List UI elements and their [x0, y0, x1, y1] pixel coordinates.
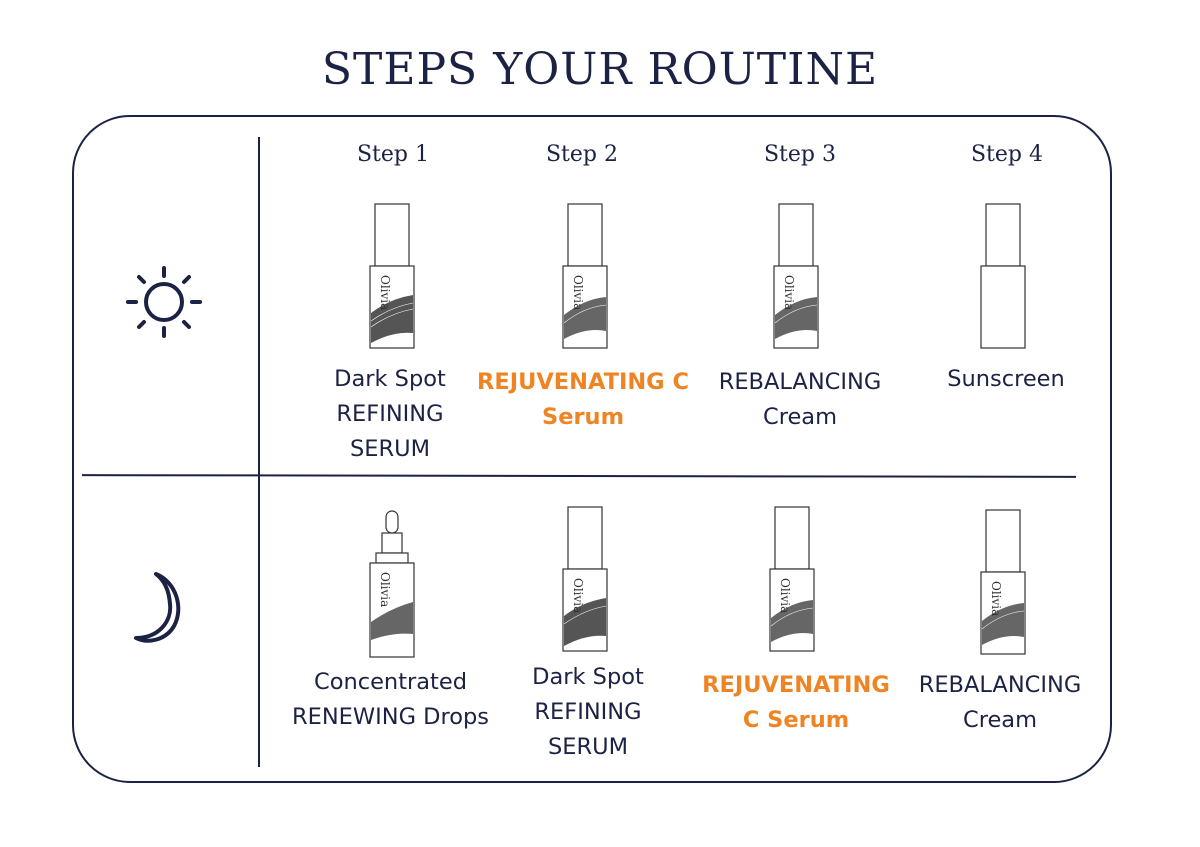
sun-icon [126, 266, 202, 338]
product-bottle-night-2: Olivia [562, 506, 608, 652]
svg-text:Olivia: Olivia [989, 581, 1003, 616]
svg-text:Olivia: Olivia [378, 572, 392, 607]
day-step-1-label: Dark Spot REFINING SERUM [334, 366, 446, 462]
svg-text:Olivia: Olivia [571, 578, 585, 613]
product-bottle-day-4 [980, 203, 1026, 349]
step-3-header: Step 3 [763, 142, 836, 167]
column-divider [258, 137, 260, 767]
svg-text:Olivia: Olivia [571, 275, 585, 310]
product-bottle-day-2: Olivia [562, 203, 608, 349]
night-step-4-label: REBALANCING Cream [918, 672, 1082, 733]
night-step-2-label: Dark Spot REFINING SERUM [532, 664, 644, 760]
step-2-header: Step 2 [545, 142, 618, 167]
night-step-3-label: REJUVENATING C Serum [702, 672, 890, 733]
day-step-3-label: REBALANCING Cream [718, 369, 882, 430]
product-dropper-night-1: Olivia [369, 510, 415, 658]
night-step-1-label: Concentrated RENEWING Drops [291, 669, 490, 730]
product-bottle-night-4: Olivia [980, 509, 1026, 655]
svg-text:Olivia: Olivia [378, 275, 392, 310]
product-bottle-day-1: Olivia [369, 203, 415, 349]
svg-text:Olivia: Olivia [778, 578, 792, 613]
moon-icon [134, 572, 181, 643]
svg-text:Olivia: Olivia [782, 275, 796, 310]
page-title: STEPS YOUR ROUTINE [321, 44, 879, 95]
product-bottle-day-3: Olivia [773, 203, 819, 349]
step-4-header: Step 4 [970, 142, 1043, 167]
step-1-header: Step 1 [356, 142, 429, 167]
product-bottle-night-3: Olivia [769, 506, 815, 652]
routine-card [72, 115, 1112, 783]
day-step-4-label: Sunscreen [947, 366, 1065, 392]
day-step-2-label: REJUVENATING C Serum [477, 369, 689, 430]
